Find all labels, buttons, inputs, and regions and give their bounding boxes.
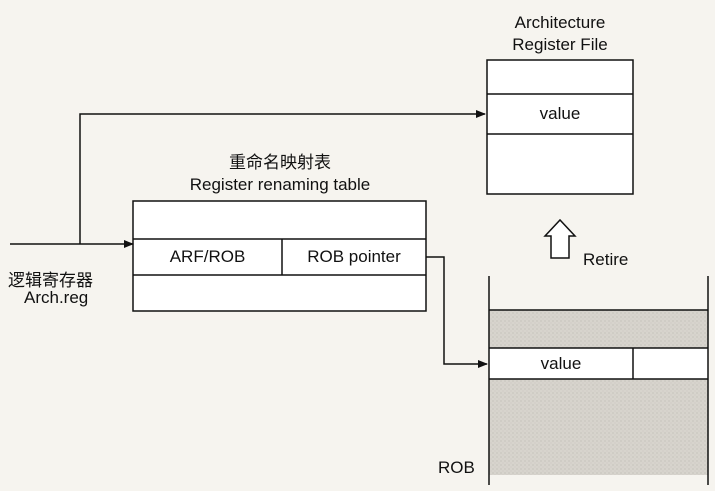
rob-pointer-connector — [426, 256, 488, 368]
rename-col-rob-pointer: ROB pointer — [307, 247, 401, 266]
arch-reg-connector — [10, 110, 486, 248]
retire-label: Retire — [583, 250, 629, 269]
arf-title-line1: Architecture — [514, 13, 606, 32]
arch-reg-label-cn: 逻辑寄存器 — [8, 271, 93, 290]
rob-box — [488, 276, 709, 485]
arf-title-line2: Register File — [512, 35, 608, 54]
rename-table-title-en: Register renaming table — [189, 175, 371, 194]
arf-value-label: value — [539, 104, 581, 123]
arch-reg-label-en: Arch.reg — [24, 288, 89, 307]
retire-arrow — [543, 218, 577, 259]
rename-table-box — [132, 200, 427, 312]
rename-table-title-cn: 重命名映射表 — [229, 153, 331, 172]
rob-value-label: value — [540, 354, 582, 373]
arf-box — [486, 59, 634, 195]
rob-label: ROB — [438, 458, 475, 477]
rename-col-arf-rob: ARF/ROB — [169, 247, 246, 266]
